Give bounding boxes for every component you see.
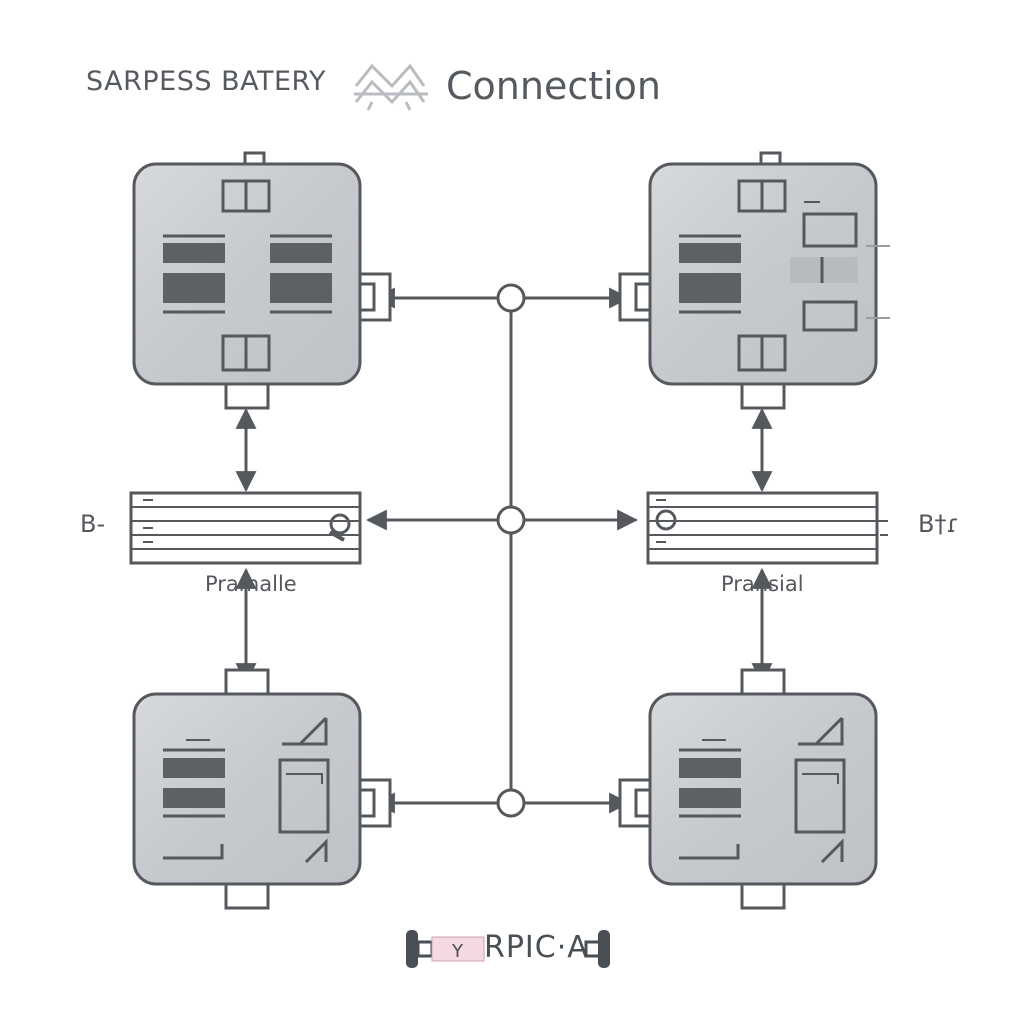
- battery-top-left: [132, 151, 392, 410]
- right-bus-label: Pransial: [721, 572, 804, 596]
- connection-lines: [235, 287, 773, 814]
- right-terminal-label: B†ɾ: [918, 510, 960, 538]
- diagram-title-right: Connection: [446, 64, 662, 108]
- footer-small-text: Y: [451, 941, 464, 962]
- junction-nodes: [496, 283, 526, 818]
- footer-connector-icon: Y: [406, 930, 610, 968]
- junction-node-top: [496, 283, 526, 313]
- battery-bottom-right: [618, 668, 878, 910]
- junction-node-middle: [496, 505, 526, 535]
- bus-bar-right: [646, 491, 888, 565]
- junction-node-bottom: [496, 788, 526, 818]
- left-terminal-label: B-: [80, 510, 106, 538]
- battery-top-right: [618, 151, 890, 410]
- footer-text: RPIC·A: [484, 930, 589, 965]
- left-bus-label: Pramalle: [205, 572, 297, 596]
- zigzag-connector-icon: [354, 63, 428, 111]
- diagram-title-left: SARPESS BATERY: [86, 66, 327, 97]
- battery-bottom-left: [132, 668, 392, 910]
- bus-bar-left: [129, 491, 362, 565]
